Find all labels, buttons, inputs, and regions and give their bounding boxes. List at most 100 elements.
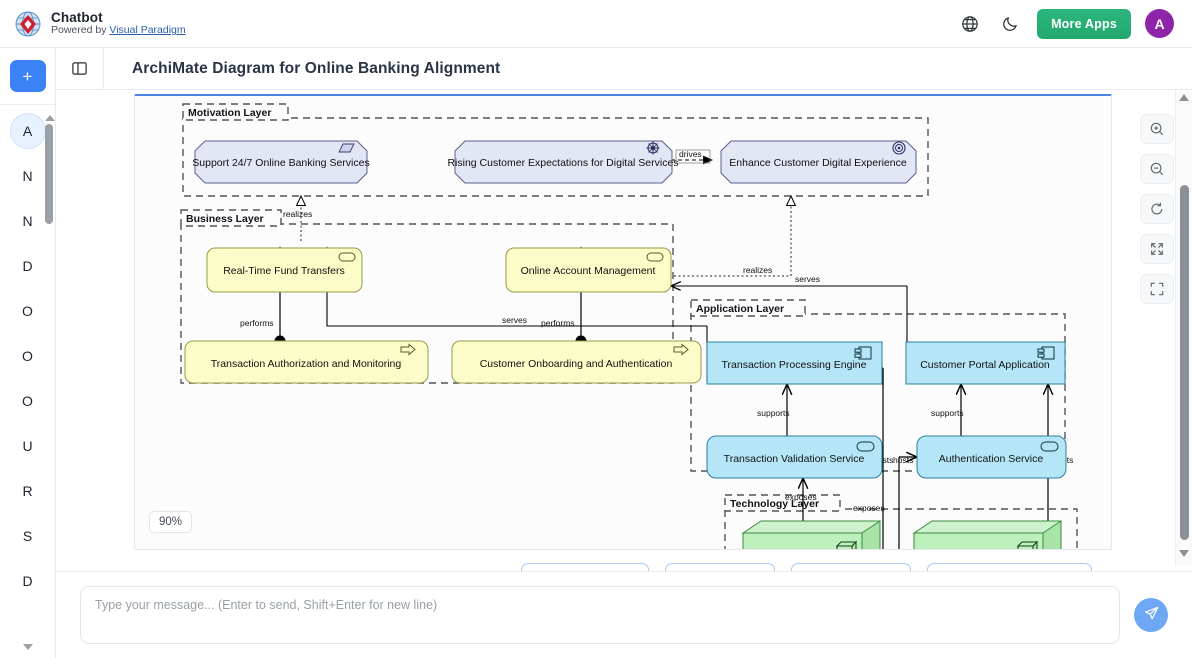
conversation-item-1[interactable]: N (10, 158, 46, 194)
node-label-transaction-processing-engine: Transaction Processing Engine (722, 359, 867, 371)
relation-label-realizes-1: realizes (283, 209, 312, 219)
app-title: Chatbot (51, 10, 103, 26)
zoom-level-badge[interactable]: 90% (149, 511, 193, 533)
node-enhance-cx[interactable]: Enhance Customer Digital Experience (720, 140, 917, 184)
suggestion-chip[interactable] (665, 563, 775, 571)
business-process-icon (673, 343, 689, 356)
relation-label-exposes-1: exposes (785, 492, 817, 502)
page-scrollbar[interactable] (1175, 90, 1192, 565)
conversation-item-10[interactable]: D (10, 563, 46, 599)
node-customer-onboarding[interactable]: Customer Onboarding and Authentication (451, 340, 702, 384)
zoom-out-icon[interactable] (1140, 154, 1174, 184)
relation-label-supports-2: supports (931, 408, 964, 418)
relation-label-hosts-1: hosts (873, 455, 893, 465)
conversation-item-6[interactable]: O (10, 383, 46, 419)
suggestion-chip[interactable] (791, 563, 911, 571)
message-input[interactable] (80, 586, 1120, 644)
conversation-item-8[interactable]: R (10, 473, 46, 509)
conversation-item-7[interactable]: U (10, 428, 46, 464)
node-realtime-fund-transfers[interactable]: Real-Time Fund Transfers (206, 247, 363, 293)
node-transaction-processing-engine[interactable]: Transaction Processing Engine (706, 341, 883, 385)
layer-label-motivation: Motivation Layer (188, 107, 271, 119)
reset-zoom-icon[interactable] (1140, 194, 1174, 224)
vendor-link[interactable]: Visual Paradigm (109, 24, 186, 37)
brand: Chatbot Powered by Visual Paradigm (14, 10, 186, 38)
business-process-icon (400, 343, 416, 356)
layer-label-business: Business Layer (186, 213, 264, 225)
rail-divider (0, 104, 56, 105)
conversation-item-label: N (22, 168, 33, 184)
node-authentication-service[interactable]: Authentication Service (916, 435, 1067, 479)
more-apps-button[interactable]: More Apps (1037, 8, 1131, 39)
top-bar: Chatbot Powered by Visual Paradigm More … (0, 0, 1192, 48)
rail-scroll-down-icon[interactable] (22, 644, 33, 650)
conversation-item-3[interactable]: D (10, 248, 46, 284)
scroll-thumb[interactable] (1180, 185, 1189, 540)
node-icon (1016, 540, 1039, 549)
node-technology-device-2[interactable] (912, 520, 1062, 550)
conversation-item-label: S (22, 528, 33, 544)
top-bar-actions: More Apps A (957, 8, 1178, 39)
archimate-diagram: Motivation Layer Business Layer Applicat… (180, 103, 1078, 550)
relation-label-realizes-2: realizes (743, 265, 772, 275)
node-icon (835, 540, 858, 549)
relation-label-performs-2: performs (541, 318, 575, 328)
conversation-item-label: N (22, 213, 33, 229)
node-technology-device-1[interactable] (741, 520, 881, 550)
node-label-authentication-service: Authentication Service (939, 453, 1044, 465)
node-label-rising-expectations: Rising Customer Expectations for Digital… (447, 157, 678, 169)
conversation-item-2[interactable]: N (10, 203, 46, 239)
conversation-item-5[interactable]: O (10, 338, 46, 374)
scroll-down-icon[interactable] (1179, 550, 1189, 557)
app-logo-icon (14, 10, 42, 38)
zoom-in-icon[interactable] (1140, 114, 1174, 144)
requirement-icon (338, 143, 355, 153)
suggestion-chip[interactable] (521, 563, 649, 571)
relation-label-supports-1: supports (757, 408, 790, 418)
new-chat-button[interactable]: + (9, 60, 46, 92)
relation-label-serves-1: serves (795, 274, 820, 284)
node-label-customer-portal-application: Customer Portal Application (920, 359, 1050, 371)
conversation-item-9[interactable]: S (10, 518, 46, 554)
globe-icon[interactable] (957, 11, 983, 37)
send-button[interactable] (1134, 598, 1168, 632)
fullscreen-icon[interactable] (1140, 274, 1174, 304)
scroll-up-icon[interactable] (1179, 94, 1189, 101)
page-title: ArchiMate Diagram for Online Banking Ali… (132, 59, 501, 77)
conversation-item-label: O (22, 348, 33, 364)
node-label-realtime-fund-transfers: Real-Time Fund Transfers (223, 265, 345, 277)
conversation-item-0[interactable]: A (9, 113, 46, 149)
send-paper-plane-icon (1143, 605, 1160, 625)
rail-scroll-thumb[interactable] (44, 124, 53, 224)
application-component-icon (1037, 346, 1055, 360)
sidebar-toggle-icon[interactable] (56, 47, 104, 90)
rail-scrollbar[interactable] (44, 115, 55, 644)
node-label-online-account-management: Online Account Management (521, 265, 656, 277)
moon-icon[interactable] (997, 11, 1023, 37)
node-label-transaction-authorization: Transaction Authorization and Monitoring (211, 358, 402, 370)
node-customer-portal-application[interactable]: Customer Portal Application (905, 341, 1066, 385)
node-online-account-management[interactable]: Online Account Management (505, 247, 672, 293)
driver-icon (646, 141, 660, 155)
node-transaction-validation-service[interactable]: Transaction Validation Service (706, 435, 883, 479)
conversation-item-4[interactable]: O (10, 293, 46, 329)
relation-label-hosts-2: hosts (893, 455, 913, 465)
conversation-item-label: O (22, 303, 33, 319)
suggestion-chip[interactable] (927, 563, 1092, 571)
diagram-canvas[interactable]: Motivation Layer Business Layer Applicat… (134, 94, 1112, 550)
avatar[interactable]: A (1145, 9, 1174, 38)
relation-label-performs-1: performs (240, 318, 274, 328)
node-support-247[interactable]: Support 24/7 Online Banking Services (192, 140, 370, 184)
canvas-toolstrip (1140, 114, 1174, 304)
node-label-support-247: Support 24/7 Online Banking Services (192, 157, 369, 169)
fit-screen-icon[interactable] (1140, 234, 1174, 264)
conversation-item-label: D (22, 258, 33, 274)
conversation-item-label: A (22, 123, 33, 139)
node-rising-expectations[interactable]: Rising Customer Expectations for Digital… (447, 140, 679, 184)
application-component-icon (854, 346, 872, 360)
rail-scroll-up-icon[interactable] (44, 115, 55, 121)
node-transaction-authorization[interactable]: Transaction Authorization and Monitoring (184, 340, 429, 384)
powered-by: Powered by Visual Paradigm (51, 24, 186, 37)
